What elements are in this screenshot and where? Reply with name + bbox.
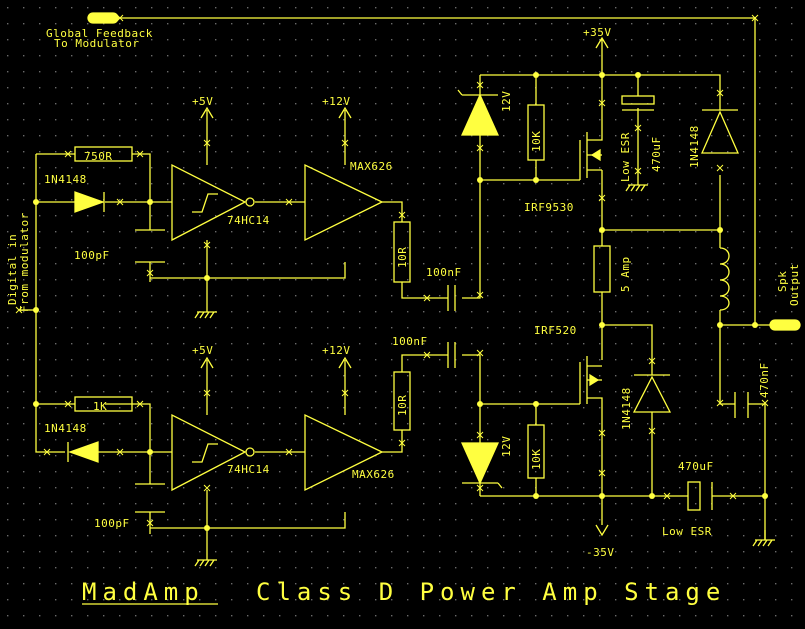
label-diode-low: 1N4148 [620, 387, 633, 430]
label-74hc14-bottom: 74HC14 [227, 463, 270, 476]
label-12v-top: +12V [322, 95, 351, 108]
zener-12v-bottom [460, 442, 503, 489]
diode-1n4148-low [632, 374, 672, 413]
title-text: Class D Power Amp Stage [256, 578, 726, 606]
diode-1n4148-high [701, 109, 739, 154]
label-cap-100pf-bottom: 100pF [94, 517, 130, 530]
label-irf520: IRF520 [534, 324, 577, 337]
resistor-1k [74, 396, 133, 412]
label-cap-100pf-top: 100pF [74, 249, 110, 262]
label-cap-100nf-bottom: 100nF [392, 335, 428, 348]
label-diode-top: 1N4148 [44, 173, 87, 186]
cap-100nf-bottom [447, 342, 456, 368]
schmitt-74hc14-bottom [171, 413, 255, 492]
label-r10-top: 10R [396, 247, 409, 268]
cap-470uf-horizontal [687, 481, 713, 511]
title-brand: MadAmp [82, 578, 205, 606]
zener-12v-top [457, 89, 500, 136]
diode-1n4148-bottom [67, 441, 99, 463]
label-spk-2: Output [788, 263, 801, 306]
label-feedback-1: Global Feedback [46, 27, 153, 40]
cap-470uf-vertical [621, 95, 655, 111]
label-r750: 750R [84, 150, 113, 163]
label-diode-bottom: 1N4148 [44, 422, 87, 435]
label-feedback-2: To Modulator [54, 37, 139, 50]
label-max626-bottom: MAX626 [352, 468, 395, 481]
cap-100nf-top [447, 285, 456, 311]
label-plus35v: +35V [583, 26, 612, 39]
resistor-10r-top [393, 221, 411, 283]
label-470uf-horizontal: 470uF [678, 460, 714, 473]
label-low-esr-horizontal: Low ESR [662, 525, 712, 538]
label-input-1: Digital in [6, 234, 19, 305]
output-inductor [719, 247, 730, 311]
pin-markers [15, 14, 769, 527]
label-5v-bottom: +5V [192, 344, 213, 357]
cap-470nf [734, 392, 749, 418]
label-input-2: From modulator [18, 212, 31, 312]
label-r10k-bottom: 10K [530, 449, 543, 470]
supply-arrows [200, 36, 609, 537]
ground-symbols [194, 184, 775, 567]
fuse-5a [593, 245, 611, 293]
label-r1k: 1K [93, 400, 107, 413]
feedback-connector [87, 12, 119, 24]
diode-1n4148-top [74, 191, 105, 213]
resistor-10r-bottom [393, 371, 411, 431]
mosfet-irf9530 [579, 130, 603, 180]
label-low-esr-vertical: Low ESR [619, 132, 632, 182]
driver-max626-top [304, 163, 384, 242]
label-spk-1: Spk [776, 271, 789, 292]
label-max626-top: MAX626 [350, 160, 393, 173]
label-irf9530: IRF9530 [524, 201, 574, 214]
label-470nf: 470nF [758, 362, 771, 398]
wiring [20, 17, 775, 560]
label-74hc14-top: 74HC14 [227, 214, 270, 227]
mosfet-irf520 [579, 356, 603, 410]
speaker-connector [769, 319, 801, 331]
junctions [33, 72, 768, 531]
label-r10k-top: 10K [530, 131, 543, 152]
label-zener-bottom: 12V [500, 436, 513, 457]
schmitt-74hc14-top [171, 163, 255, 242]
resistor-10k-top [527, 104, 545, 161]
resistor-750r [74, 146, 133, 162]
label-minus35v: -35V [586, 546, 615, 559]
label-5v-top: +5V [192, 95, 213, 108]
label-fuse: 5 Amp [619, 256, 632, 292]
label-zener-top: 12V [500, 91, 513, 112]
label-r10-bottom: 10R [396, 395, 409, 416]
resistor-10k-bottom [527, 424, 545, 479]
label-12v-bottom: +12V [322, 344, 351, 357]
label-cap-100nf-top: 100nF [426, 266, 462, 279]
label-470uf-vertical: 470uF [650, 136, 663, 172]
driver-max626-bottom [304, 413, 384, 492]
label-diode-high: 1N4148 [688, 125, 701, 168]
